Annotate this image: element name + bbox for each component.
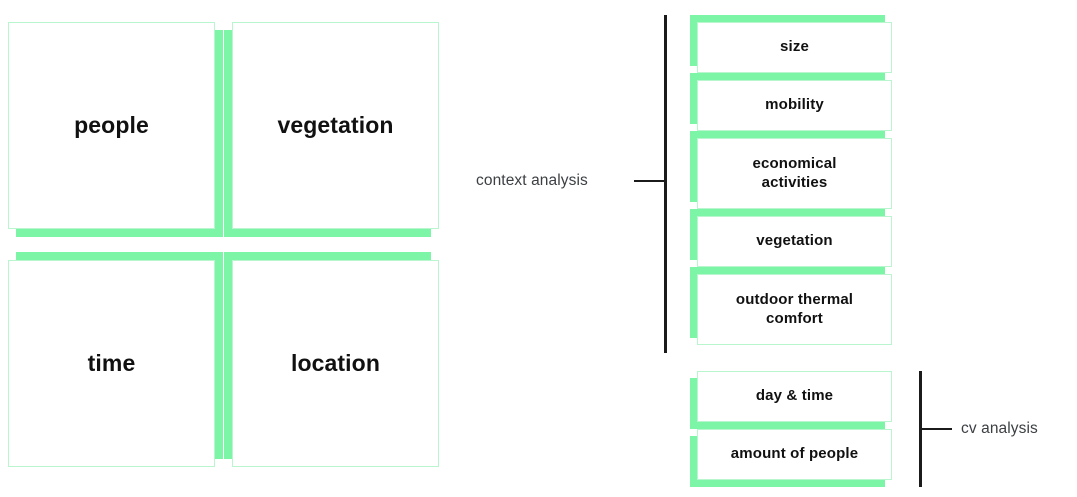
cv-item-amount-of-people[interactable]: amount of people xyxy=(690,429,892,487)
context-item-label: mobility xyxy=(697,80,892,131)
cv-analysis-connector-line xyxy=(921,428,952,430)
quadrant-card-vegetation[interactable]: vegetation xyxy=(224,22,439,237)
context-analysis-connector-line xyxy=(634,180,665,182)
context-analysis-label: context analysis xyxy=(476,172,588,189)
quadrant-card-location[interactable]: location xyxy=(224,252,439,467)
quadrant-card-label: location xyxy=(232,260,439,467)
context-item-label-line2: comfort xyxy=(766,309,823,327)
context-item-label: outdoor thermal comfort xyxy=(697,274,892,345)
cv-analysis-label: cv analysis xyxy=(961,420,1038,437)
quadrant-card-label: people xyxy=(8,22,215,229)
context-item-size[interactable]: size xyxy=(690,15,892,73)
quadrant-card-label: vegetation xyxy=(232,22,439,229)
cv-item-day-and-time[interactable]: day & time xyxy=(690,371,892,429)
context-item-economical-activities[interactable]: economical activities xyxy=(690,131,892,209)
context-item-vegetation[interactable]: vegetation xyxy=(690,209,892,267)
context-analysis-bracket-line xyxy=(664,15,667,353)
context-item-label-line1: economical xyxy=(752,155,837,173)
cv-analysis-bracket-line xyxy=(919,371,922,487)
context-item-label-line1: outdoor thermal xyxy=(735,291,854,309)
quadrant-card-label: time xyxy=(8,260,215,467)
context-item-label-line2: activities xyxy=(761,173,828,191)
cv-item-label: amount of people xyxy=(697,429,892,480)
quadrant-card-people[interactable]: people xyxy=(8,22,223,237)
quadrant-card-time[interactable]: time xyxy=(8,252,223,467)
context-item-label: economical activities xyxy=(697,138,892,209)
context-item-label: vegetation xyxy=(697,216,892,267)
context-item-mobility[interactable]: mobility xyxy=(690,73,892,131)
cv-item-label: day & time xyxy=(697,371,892,422)
context-item-outdoor-thermal-comfort[interactable]: outdoor thermal comfort xyxy=(690,267,892,345)
context-item-label: size xyxy=(697,22,892,73)
